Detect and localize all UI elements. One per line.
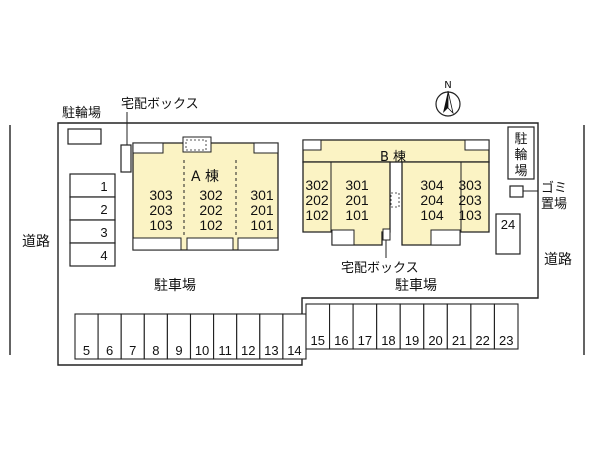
unit-number: 302 <box>199 187 223 203</box>
parking-space-3 <box>69 219 116 244</box>
parking-space-label: 8 <box>152 343 159 358</box>
unit-number: 203 <box>458 192 482 208</box>
road-label-right: 道路 <box>544 252 572 268</box>
garbage-label-2: 置場 <box>541 197 567 212</box>
parking-space-label: 2 <box>100 202 107 217</box>
unit-number: 103 <box>149 217 173 233</box>
unit-number: 204 <box>420 192 444 208</box>
parking-label-right: 駐車場 <box>395 277 437 294</box>
unit-number: 301 <box>250 187 274 203</box>
parking-label-left: 駐車場 <box>154 277 196 294</box>
parking-space-24 <box>495 213 521 255</box>
unit-number: 303 <box>149 187 173 203</box>
parking-space-label: 22 <box>475 333 489 348</box>
unit-number: 203 <box>149 202 173 218</box>
unit-number: 202 <box>199 202 223 218</box>
parking-space-label: 3 <box>100 225 107 240</box>
parking-space-label: 20 <box>428 333 442 348</box>
parking-space-23 <box>493 303 519 350</box>
building-b <box>302 139 490 246</box>
parking-space-label: 13 <box>264 343 278 358</box>
parking-space-label: 19 <box>405 333 419 348</box>
parking-bottom-row: 5 6 7 8 9 10 11 12 13 14 15 16 17 18 19 20 21 22 23 <box>74 303 519 360</box>
bicycle-right-char-1: 駐 <box>514 132 527 147</box>
parking-space-1 <box>69 173 116 198</box>
garbage-label-1: ゴミ <box>541 180 567 196</box>
parking-space-label: 1 <box>100 179 107 194</box>
building-b-name: B 棟 <box>380 150 406 165</box>
building-a-name: A 棟 <box>191 169 219 185</box>
unit-number: 104 <box>420 207 444 223</box>
parking-space-label: 5 <box>83 343 90 358</box>
parking-space-label: 10 <box>195 343 209 358</box>
parking-space-4 <box>69 242 116 267</box>
unit-number: 201 <box>345 192 369 208</box>
delivery-box-label-a: 宅配ボックス <box>121 97 199 112</box>
parking-space-label: 21 <box>452 333 466 348</box>
parking-space-label: 18 <box>381 333 395 348</box>
unit-number: 301 <box>345 177 369 193</box>
unit-number: 102 <box>199 217 223 233</box>
delivery-box-a <box>120 144 132 173</box>
north-arrow-icon: N <box>435 80 461 117</box>
unit-number: 101 <box>345 207 369 223</box>
delivery-box-b <box>382 228 391 241</box>
parking-space-label: 17 <box>358 333 372 348</box>
bicycle-parking-top <box>67 128 102 145</box>
unit-number: 102 <box>305 207 329 223</box>
parking-space-label: 7 <box>129 343 136 358</box>
unit-number: 101 <box>250 217 274 233</box>
delivery-box-label-b: 宅配ボックス <box>341 261 419 276</box>
parking-space-label: 4 <box>100 248 107 263</box>
parking-space-label: 23 <box>499 333 513 348</box>
bicycle-parking-label: 駐輪場 <box>62 105 101 121</box>
garbage-station <box>509 185 524 198</box>
parking-space-label: 11 <box>218 343 232 358</box>
parking-space-2 <box>69 196 116 221</box>
bicycle-right-char-3: 場 <box>514 164 527 179</box>
bicycle-right-char-2: 輪 <box>514 147 527 163</box>
parking-space-label: 24 <box>501 217 515 232</box>
road-label-left: 道路 <box>22 234 50 250</box>
north-label: N <box>444 80 451 91</box>
parking-space-label: 6 <box>106 343 113 358</box>
building-a <box>132 136 279 251</box>
parking-space-label: 9 <box>175 343 182 358</box>
parking-space-label: 15 <box>311 333 325 348</box>
unit-number: 302 <box>305 177 329 193</box>
unit-number: 103 <box>458 207 482 223</box>
unit-number: 201 <box>250 202 274 218</box>
unit-number: 202 <box>305 192 329 208</box>
unit-number: 304 <box>420 177 444 193</box>
bicycle-parking-right <box>507 126 535 180</box>
parking-space-label: 16 <box>334 333 348 348</box>
parking-space-label: 12 <box>241 343 255 358</box>
parking-left-column: 1 2 3 4 <box>69 173 116 267</box>
parking-space-label: 14 <box>287 343 301 358</box>
unit-number: 303 <box>458 177 482 193</box>
